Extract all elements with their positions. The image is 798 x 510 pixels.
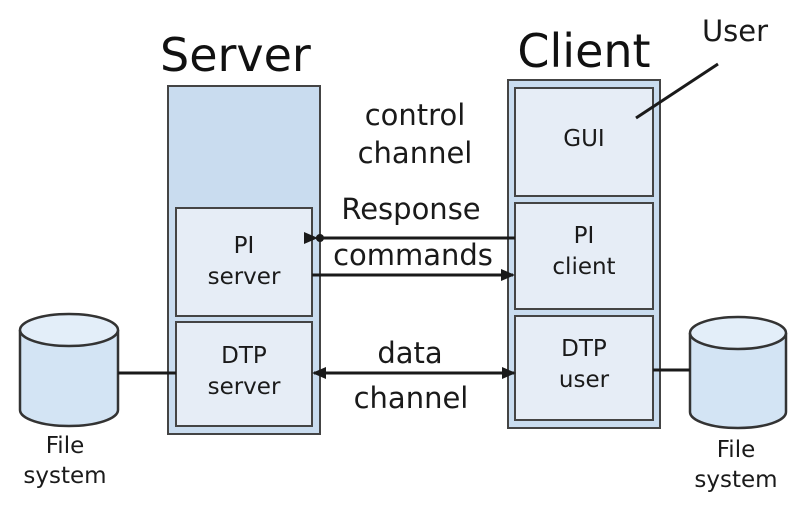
file-system-left-label-line1: File <box>45 433 85 459</box>
pi-server-label-line1: PI <box>233 233 255 259</box>
pi-client-label-line1: PI <box>573 223 595 249</box>
pi-server-box <box>175 207 313 317</box>
server-title: Server <box>160 28 311 82</box>
user-label: User <box>701 14 769 48</box>
data-channel-label-line2: channel <box>353 381 469 415</box>
commands-label: commands <box>333 238 493 272</box>
user-pointer-line <box>635 62 719 120</box>
data-channel-label-line1: data <box>377 336 443 370</box>
pi-client-label-line2: client <box>552 254 616 280</box>
file-system-right-label-line2: system <box>694 467 778 493</box>
response-label: Response <box>341 192 481 226</box>
file-system-right-cylinder <box>688 315 788 430</box>
control-channel-label-line1: control <box>364 98 466 132</box>
dtp-server-label-line2: server <box>207 374 281 400</box>
dtp-user-label-line2: user <box>558 367 610 393</box>
response-arrow-dot <box>316 234 324 242</box>
dtp-user-label-line1: DTP <box>561 336 607 362</box>
file-system-right-label-line1: File <box>716 437 756 463</box>
file-system-left-label-line2: system <box>23 463 107 489</box>
control-channel-label-line2: channel <box>357 136 473 170</box>
client-title: Client <box>517 24 651 78</box>
pi-client-box <box>514 202 654 310</box>
pi-server-label-line2: server <box>207 264 281 290</box>
dtp-user-box <box>514 315 654 421</box>
gui-box <box>514 87 654 197</box>
file-system-left-cylinder <box>18 312 120 428</box>
gui-label: GUI <box>563 126 605 152</box>
dtp-server-box <box>175 321 313 427</box>
dtp-server-label-line1: DTP <box>221 343 267 369</box>
